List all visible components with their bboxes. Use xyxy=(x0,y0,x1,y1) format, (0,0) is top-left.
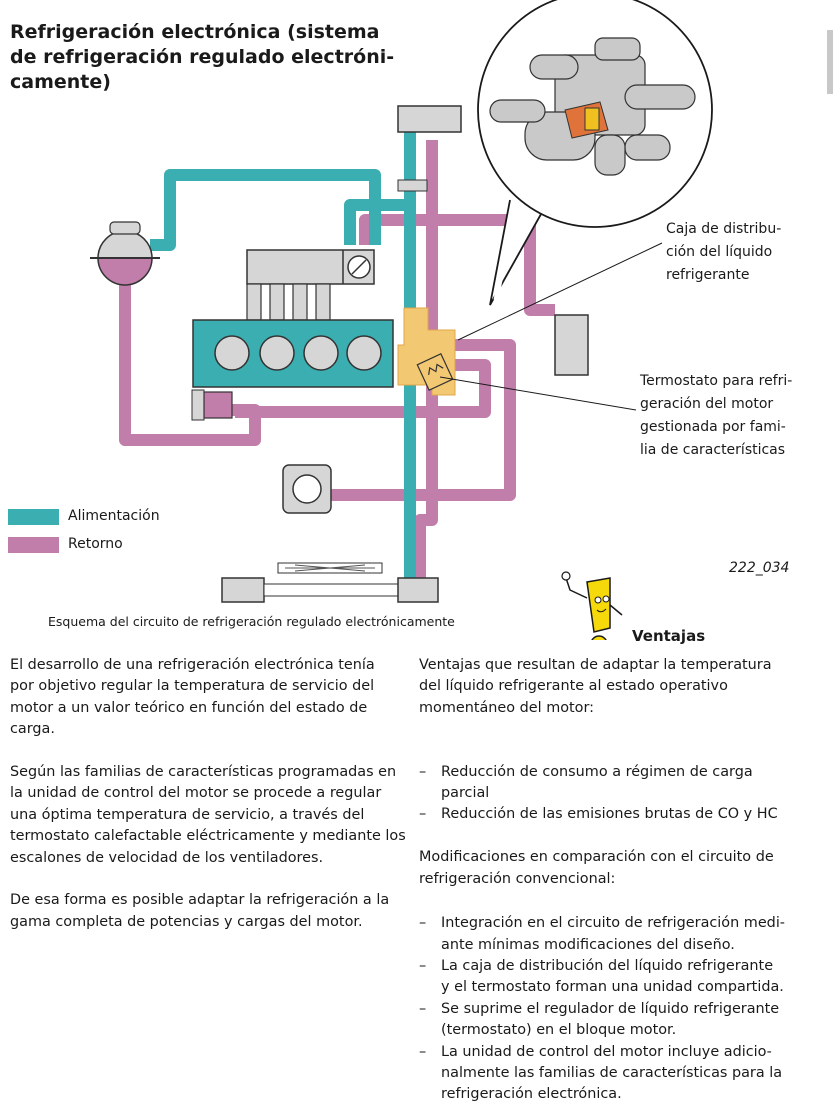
text-line: la unidad de control del motor se proced… xyxy=(10,785,382,802)
legend-swatch-supply xyxy=(8,509,59,525)
callout-line: Termostato para refri- xyxy=(640,373,793,389)
text-line: (termostato) en el bloque motor. xyxy=(441,1022,677,1039)
list-item: – Reducción de las emisiones brutas de C… xyxy=(419,804,824,825)
text-line: El desarrollo de una refrigeración elect… xyxy=(10,657,375,673)
left-column: El desarrollo de una refrigeración elect… xyxy=(10,655,406,933)
list-item: – La unidad de control del motor incluye… xyxy=(419,1042,824,1106)
list-item: – Integración en el circuito de refriger… xyxy=(419,913,824,956)
expansion-tank xyxy=(90,221,160,286)
text-line: refrigeración convencional: xyxy=(419,870,616,887)
connector xyxy=(397,179,428,192)
figure-caption: Esquema del circuito de refrigeración re… xyxy=(48,614,455,629)
bullet-dash: – xyxy=(419,915,427,932)
text-line: Ventajas que resultan de adaptar la temp… xyxy=(419,657,772,673)
text-line: Reducción de consumo a régimen de carga xyxy=(441,763,753,780)
callout-line: refrigerante xyxy=(666,267,750,283)
bullet-dash: – xyxy=(419,958,427,975)
leader-lines xyxy=(439,242,663,411)
text-line: La caja de distribución del líquido refr… xyxy=(441,958,774,975)
text-line: La unidad de control del motor incluye a… xyxy=(441,1043,772,1060)
text-line: parcial xyxy=(441,784,490,801)
title-line: camente) xyxy=(10,71,111,93)
radiator xyxy=(221,562,439,603)
right-column: Ventajas que resultan de adaptar la temp… xyxy=(419,655,824,1106)
bullet-dash: – xyxy=(419,806,427,823)
text-line: nalmente las familias de características… xyxy=(441,1065,783,1082)
text-line: del líquido refrigerante al estado opera… xyxy=(419,678,728,695)
coolant-pump xyxy=(282,464,332,514)
mascot-exclamation-icon xyxy=(561,571,623,640)
title-line: Refrigeración electrónica (sistema xyxy=(10,21,380,43)
callout-thermostat: Termostato para refri- geración del moto… xyxy=(640,370,792,462)
list-item: – La caja de distribución del líquido re… xyxy=(419,956,824,999)
text-line: Se suprime el regulador de líquido refri… xyxy=(441,1000,780,1017)
callout-distribution-box: Caja de distribu- ción del líquido refri… xyxy=(666,218,781,287)
callout-line: lia de características xyxy=(640,442,786,458)
bullet-dash: – xyxy=(419,1000,427,1017)
page-title: Refrigeración electrónica (sistema de re… xyxy=(10,20,395,95)
text-line: gama completa de potencias y cargas del … xyxy=(10,913,363,930)
text-line: refrigeración electrónica. xyxy=(441,1086,622,1103)
text-line: ante mínimas modificaciones del diseño. xyxy=(441,936,735,953)
engine-block xyxy=(191,319,394,421)
distribution-box xyxy=(397,307,456,396)
list-item: – Se suprime el regulador de líquido ref… xyxy=(419,999,824,1042)
text-line: Modificaciones en comparación con el cir… xyxy=(419,849,774,866)
callout-line: geración del motor xyxy=(640,396,774,412)
text-line: escalones de velocidad de los ventilador… xyxy=(10,849,324,866)
callout-line: ción del líquido xyxy=(666,244,773,260)
text-line: Según las familias de características pr… xyxy=(10,763,397,780)
ventajas-heading: Ventajas xyxy=(632,627,706,645)
legend-label: Alimentación xyxy=(68,508,160,524)
list-item: – Reducción de consumo a régimen de carg… xyxy=(419,762,824,805)
page-edge-marker xyxy=(827,30,833,94)
text-line: termostato calefactable eléctricamente y… xyxy=(10,828,406,845)
text-line: por objetivo regular la temperatura de s… xyxy=(10,678,375,695)
text-line: Reducción de las emisiones brutas de CO … xyxy=(441,806,778,823)
text-line: Integración en el circuito de refrigerac… xyxy=(441,915,786,932)
legend-label: Retorno xyxy=(68,536,123,552)
detail-bubble xyxy=(477,0,713,306)
text-line: momentáneo del motor: xyxy=(419,699,594,716)
return-pipes xyxy=(119,140,555,590)
radiator-top xyxy=(397,105,462,133)
text-line: carga. xyxy=(10,721,55,738)
text-line: y el termostato forman una unidad compar… xyxy=(441,979,784,996)
figure-reference: 222_034 xyxy=(729,560,790,576)
text-line: una óptima temperatura de servicio, a tr… xyxy=(10,806,365,823)
text-line: motor a un valor teórico en función del … xyxy=(10,699,368,716)
heater-core xyxy=(554,314,589,376)
intake-manifold xyxy=(246,249,375,321)
callout-line: gestionada por fami- xyxy=(640,419,786,435)
bullet-dash: – xyxy=(419,763,427,780)
title-line: de refrigeración regulado electróni- xyxy=(10,46,395,68)
bullet-dash: – xyxy=(419,1043,427,1060)
cooling-circuit-diagram xyxy=(90,0,713,640)
callout-line: Caja de distribu- xyxy=(666,221,782,237)
legend-swatch-return xyxy=(8,537,59,553)
text-line: De esa forma es posible adaptar la refri… xyxy=(10,892,390,909)
